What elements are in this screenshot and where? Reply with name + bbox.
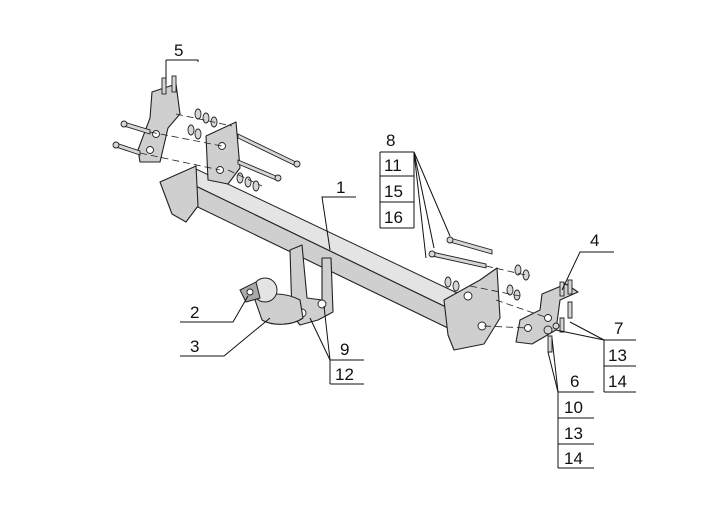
callout-2: 2 (190, 303, 199, 322)
callout-4: 4 (590, 231, 599, 250)
callout-3: 3 (190, 337, 199, 356)
leader-lines (165, 59, 636, 393)
right-nuts-washers (444, 264, 560, 335)
callout-6: 6 (570, 372, 579, 391)
right-bolts (428, 236, 573, 353)
tow-ball-assembly (239, 277, 304, 325)
callout-12: 12 (335, 365, 354, 384)
callout-group-6: 6 10 13 14 (557, 372, 594, 469)
callout-15: 15 (384, 182, 403, 201)
callout-group-7: 7 13 14 (603, 319, 636, 393)
callout-14-right: 14 (608, 372, 627, 391)
callout-7: 7 (614, 319, 623, 338)
callout-8: 8 (386, 131, 395, 150)
callout-11: 11 (384, 156, 402, 175)
left-bolts (112, 120, 301, 182)
callout-14-bottom: 14 (564, 449, 583, 468)
callout-10: 10 (564, 398, 583, 417)
main-crossbeam (159, 165, 501, 351)
callout-1: 1 (336, 178, 345, 197)
callout-13-bottom: 13 (564, 424, 583, 443)
callout-group-8: 8 11 15 16 (379, 131, 415, 229)
callout-5: 5 (174, 41, 183, 60)
callout-16: 16 (384, 208, 403, 227)
left-nuts-washers (187, 108, 260, 192)
callout-9: 9 (340, 340, 349, 359)
left-bracket (137, 75, 241, 185)
left-dash-lines (139, 113, 263, 187)
callout-labels: 1 2 3 4 5 (174, 41, 599, 356)
callout-group-9: 9 12 (329, 340, 364, 385)
right-dash-lines (469, 265, 549, 329)
callout-13-right: 13 (608, 346, 627, 365)
